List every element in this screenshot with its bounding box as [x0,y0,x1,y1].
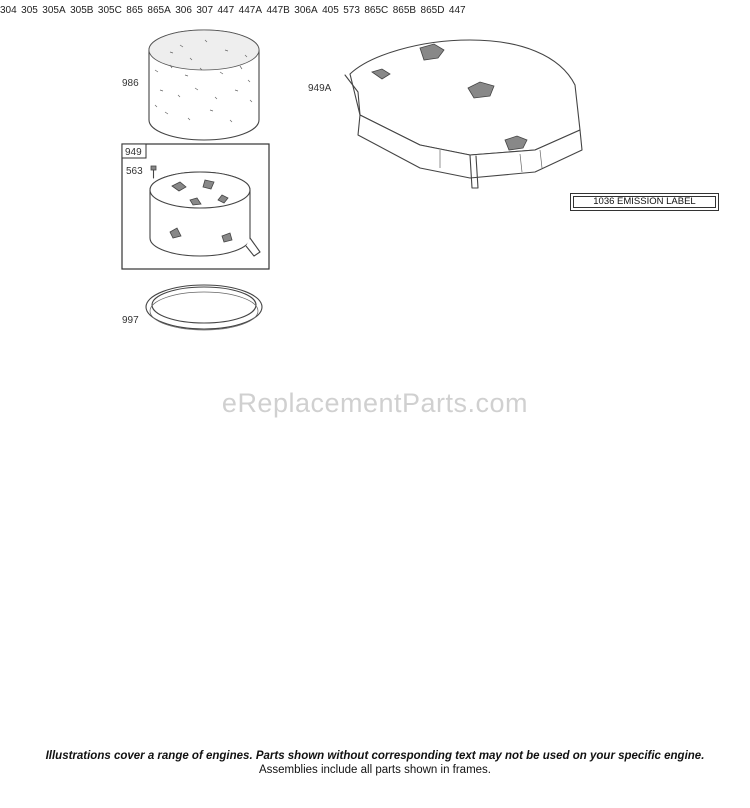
part-563-screw [150,165,157,179]
footer-assembly-note: Assemblies include all parts shown in fr… [258,764,492,776]
label-949A: 949A [308,83,332,94]
label-986: 986 [122,78,139,89]
label-305C: 305C [97,5,122,16]
label-865C: 865C [364,5,389,16]
assembly-frame-949-tag [121,143,147,159]
footer-disclaimer: Illustrations cover a range of engines. … [45,750,705,762]
label-306A: 306A [294,5,318,16]
label-865B: 865B [392,5,417,16]
label-865: 865 [126,5,143,16]
part-986-foam-precleaner [148,29,260,141]
label-573: 573 [343,5,360,16]
part-949-air-cleaner-element [149,171,261,257]
label-405: 405 [322,5,339,16]
label-304: 304 [0,5,17,16]
emission-label-text: 1036 EMISSION LABEL [593,196,696,207]
label-865D: 865D [420,5,445,16]
label-307: 307 [196,5,214,16]
label-447A: 447A [238,5,262,16]
label-997: 997 [122,315,139,326]
parts-diagram: 986 949 563 997 949A [121,29,583,331]
label-865A: 865A [147,5,171,16]
label-563: 563 [126,166,143,177]
emission-label-box: 1036 EMISSION LABEL [570,193,719,211]
label-305A: 305A [42,5,66,16]
assembly-frame-949 [121,143,270,270]
part-997-seal-ring [145,284,263,331]
label-306: 306 [175,5,192,16]
label-447-right: 447 [217,5,235,16]
footer: Illustrations cover a range of engines. … [0,750,750,776]
label-305: 305 [21,5,38,16]
label-447B: 447B [266,5,290,16]
label-447-left: 447 [448,5,466,16]
label-949: 949 [125,147,142,158]
part-949A-top-cover [344,39,583,189]
label-305B: 305B [70,5,94,16]
